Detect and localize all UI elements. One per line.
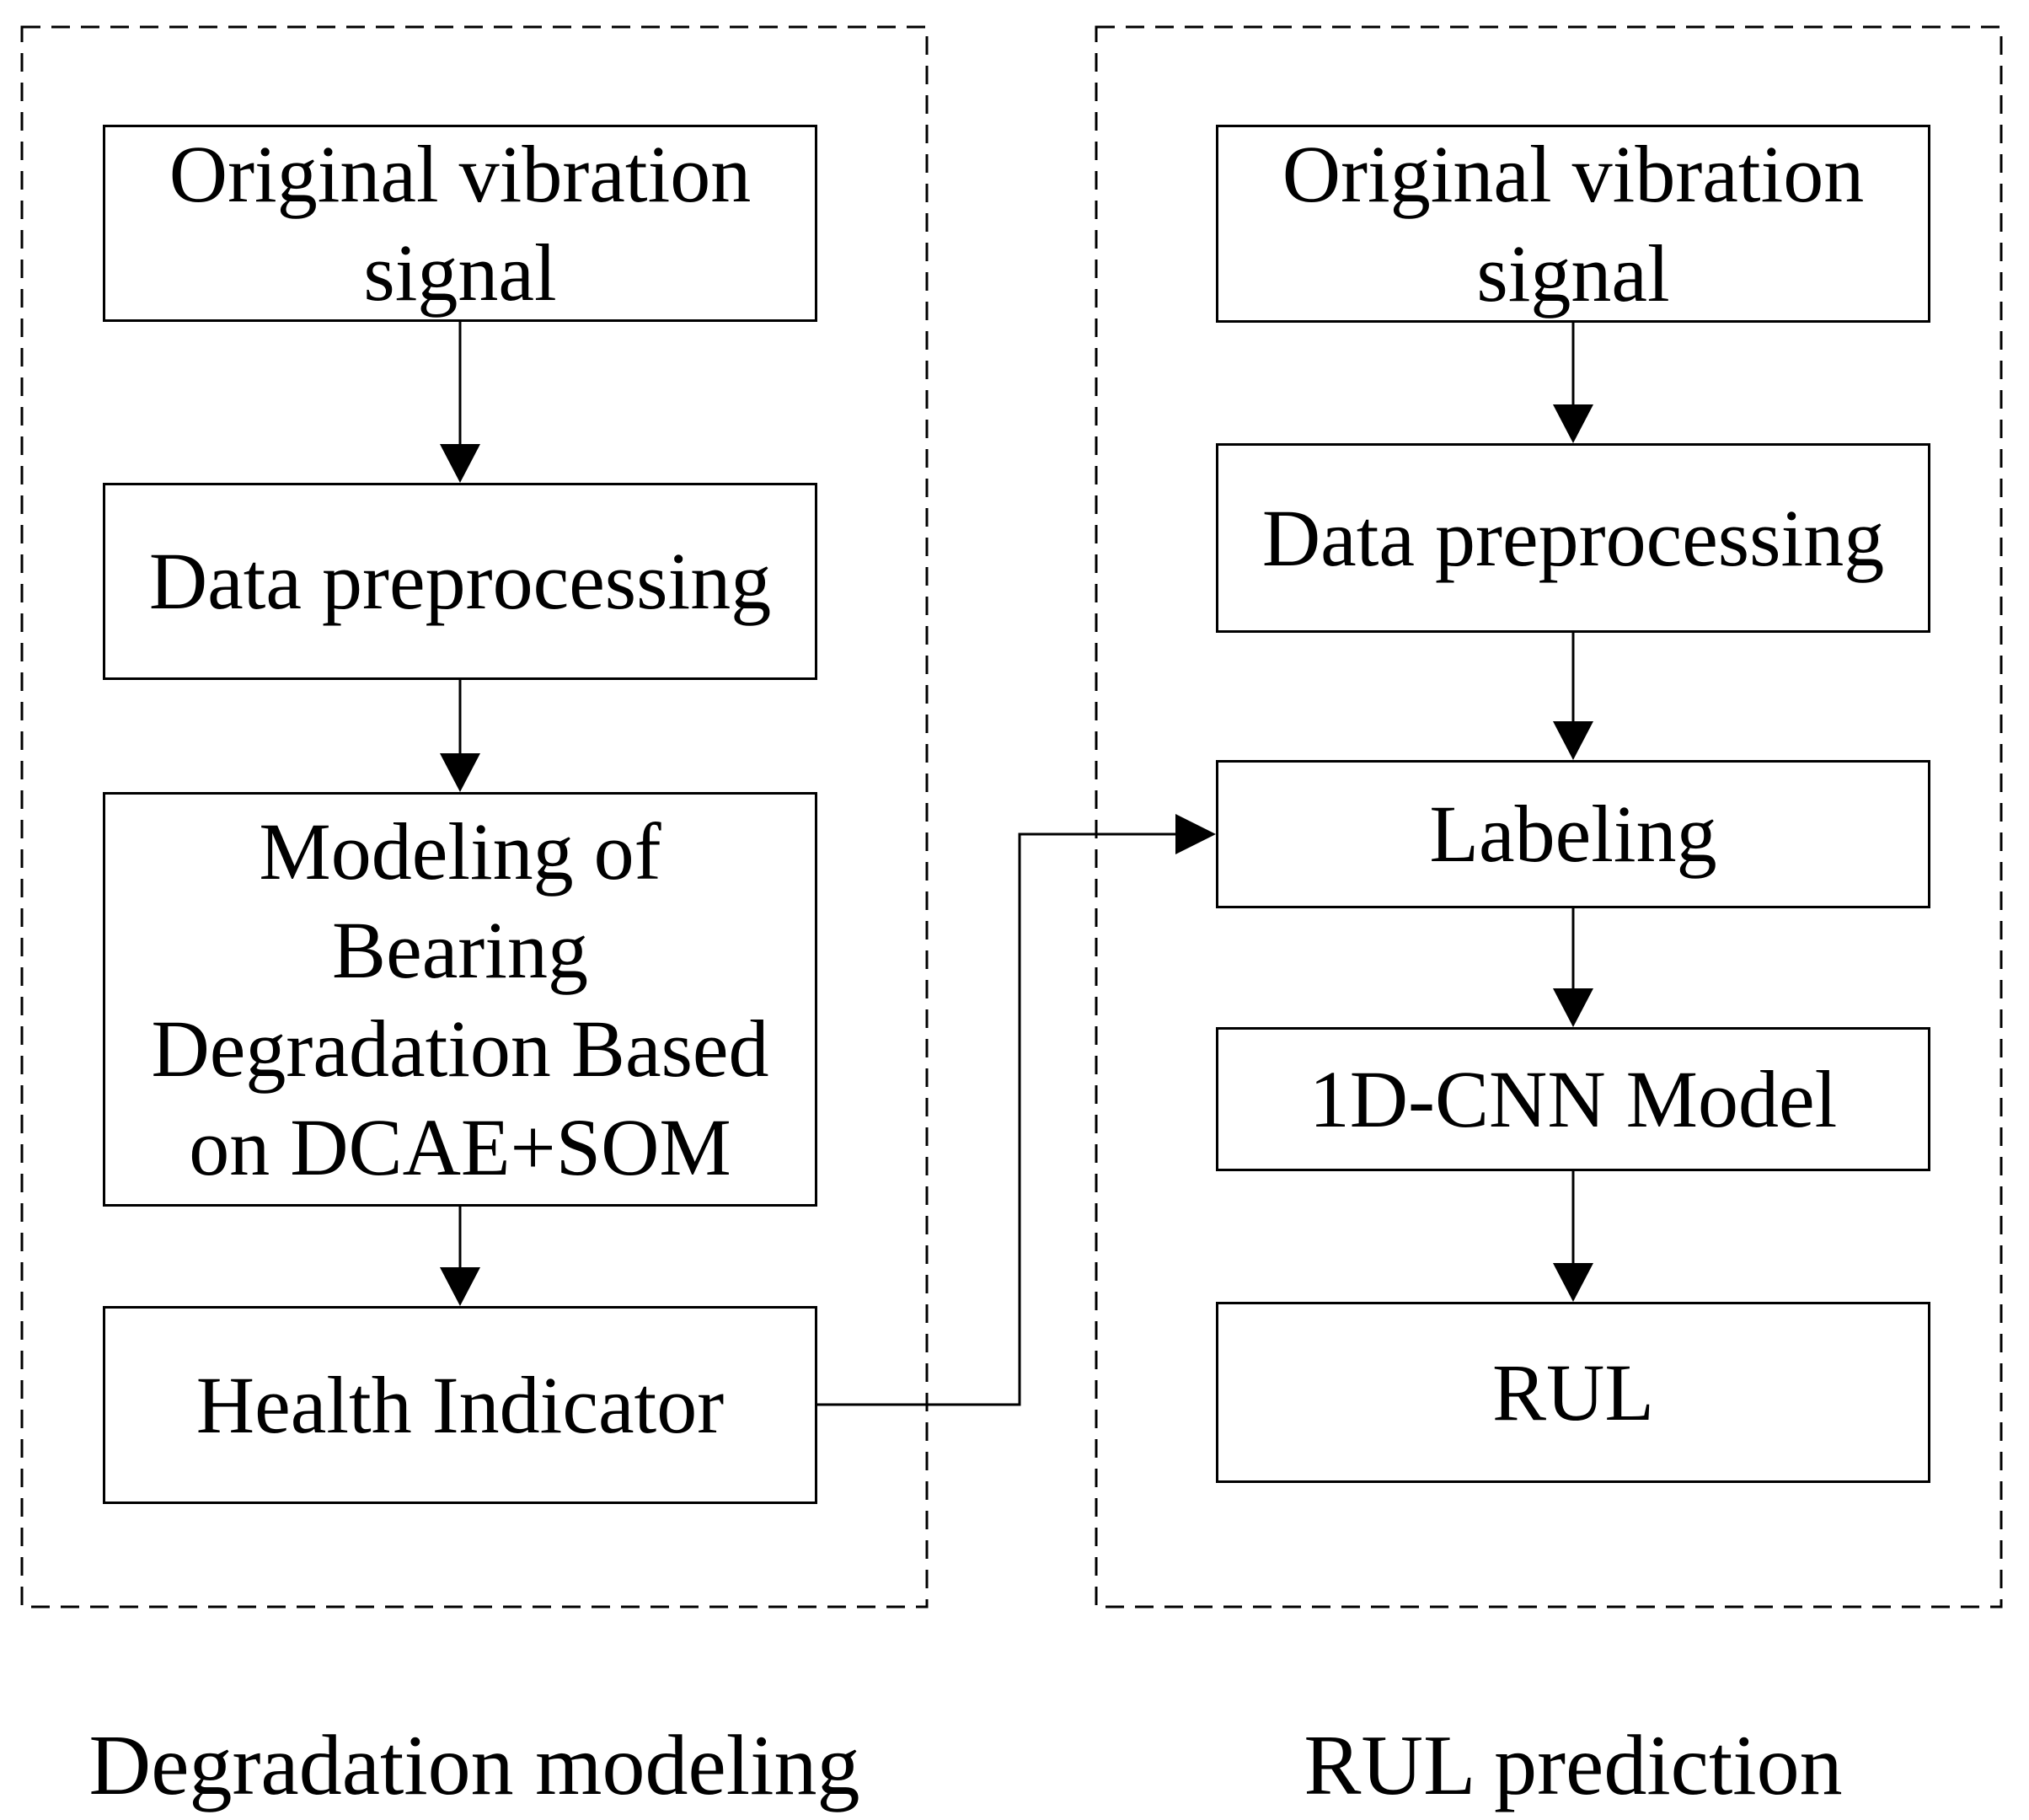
arrow-right-1-head-icon	[1553, 404, 1593, 443]
box-health-indicator-text: Health Indicator	[196, 1356, 724, 1454]
box-labeling-text: Labeling	[1429, 784, 1716, 883]
box-rul-text: RUL	[1492, 1343, 1654, 1442]
box-text-line: Modeling of	[259, 806, 661, 897]
box-text-line: on DCAE+SOM	[189, 1102, 731, 1193]
box-modeling-dcae-som: Modeling of Bearing Degradation Based on…	[103, 792, 817, 1207]
box-health-indicator: Health Indicator	[103, 1306, 817, 1504]
arrow-right-3-head-icon	[1553, 988, 1593, 1027]
rul-panel-border	[1095, 25, 2003, 1609]
box-data-preprocessing-left: Data preprocessing	[103, 483, 817, 680]
arrow-right-2-head-icon	[1553, 721, 1593, 760]
degradation-panel-border	[20, 25, 929, 1609]
box-text-line: 1D-CNN Model	[1309, 1053, 1838, 1144]
caption-rul-prediction: RUL prediction	[1304, 1718, 1843, 1813]
arrow-right-4-head-icon	[1553, 1263, 1593, 1302]
box-data-preprocessing-right-text: Data preprocessing	[1262, 489, 1884, 587]
box-text-line: Original vibration	[1282, 129, 1865, 220]
box-data-preprocessing-right: Data preprocessing	[1216, 443, 1930, 633]
box-original-vibration-signal-right-text: Original vibration signal	[1282, 125, 1865, 322]
box-1d-cnn-model: 1D-CNN Model	[1216, 1027, 1930, 1171]
box-data-preprocessing-left-text: Data preprocessing	[149, 532, 771, 630]
box-modeling-dcae-som-text: Modeling of Bearing Degradation Based on…	[151, 802, 768, 1196]
box-rul: RUL	[1216, 1302, 1930, 1483]
box-original-vibration-signal-left-text: Original vibration signal	[169, 125, 752, 322]
box-text-line: Bearing	[332, 904, 588, 995]
arrow-left-3-head-icon	[440, 1267, 480, 1306]
box-original-vibration-signal-right: Original vibration signal	[1216, 125, 1930, 323]
health-indicator-to-labeling-connector	[817, 832, 1176, 1406]
box-text-line: Labeling	[1429, 789, 1717, 880]
box-labeling: Labeling	[1216, 760, 1930, 908]
box-text-line: Original vibration	[169, 128, 752, 219]
box-original-vibration-signal-left: Original vibration signal	[103, 125, 817, 322]
connector-arrow-head-icon	[1175, 814, 1216, 854]
box-text-line: Degradation Based	[151, 1004, 769, 1094]
arrow-left-1-head-icon	[440, 444, 480, 483]
box-text-line: signal	[363, 228, 557, 318]
caption-degradation-modeling: Degradation modeling	[88, 1718, 860, 1813]
box-text-line: RUL	[1492, 1346, 1654, 1437]
arrow-left-2-head-icon	[440, 753, 480, 792]
box-1d-cnn-model-text: 1D-CNN Model	[1309, 1050, 1838, 1148]
box-text-line: signal	[1476, 228, 1670, 318]
box-text-line: Data preprocessing	[148, 536, 772, 627]
box-text-line: Health Indicator	[195, 1359, 725, 1450]
box-text-line: Data preprocessing	[1261, 492, 1885, 583]
